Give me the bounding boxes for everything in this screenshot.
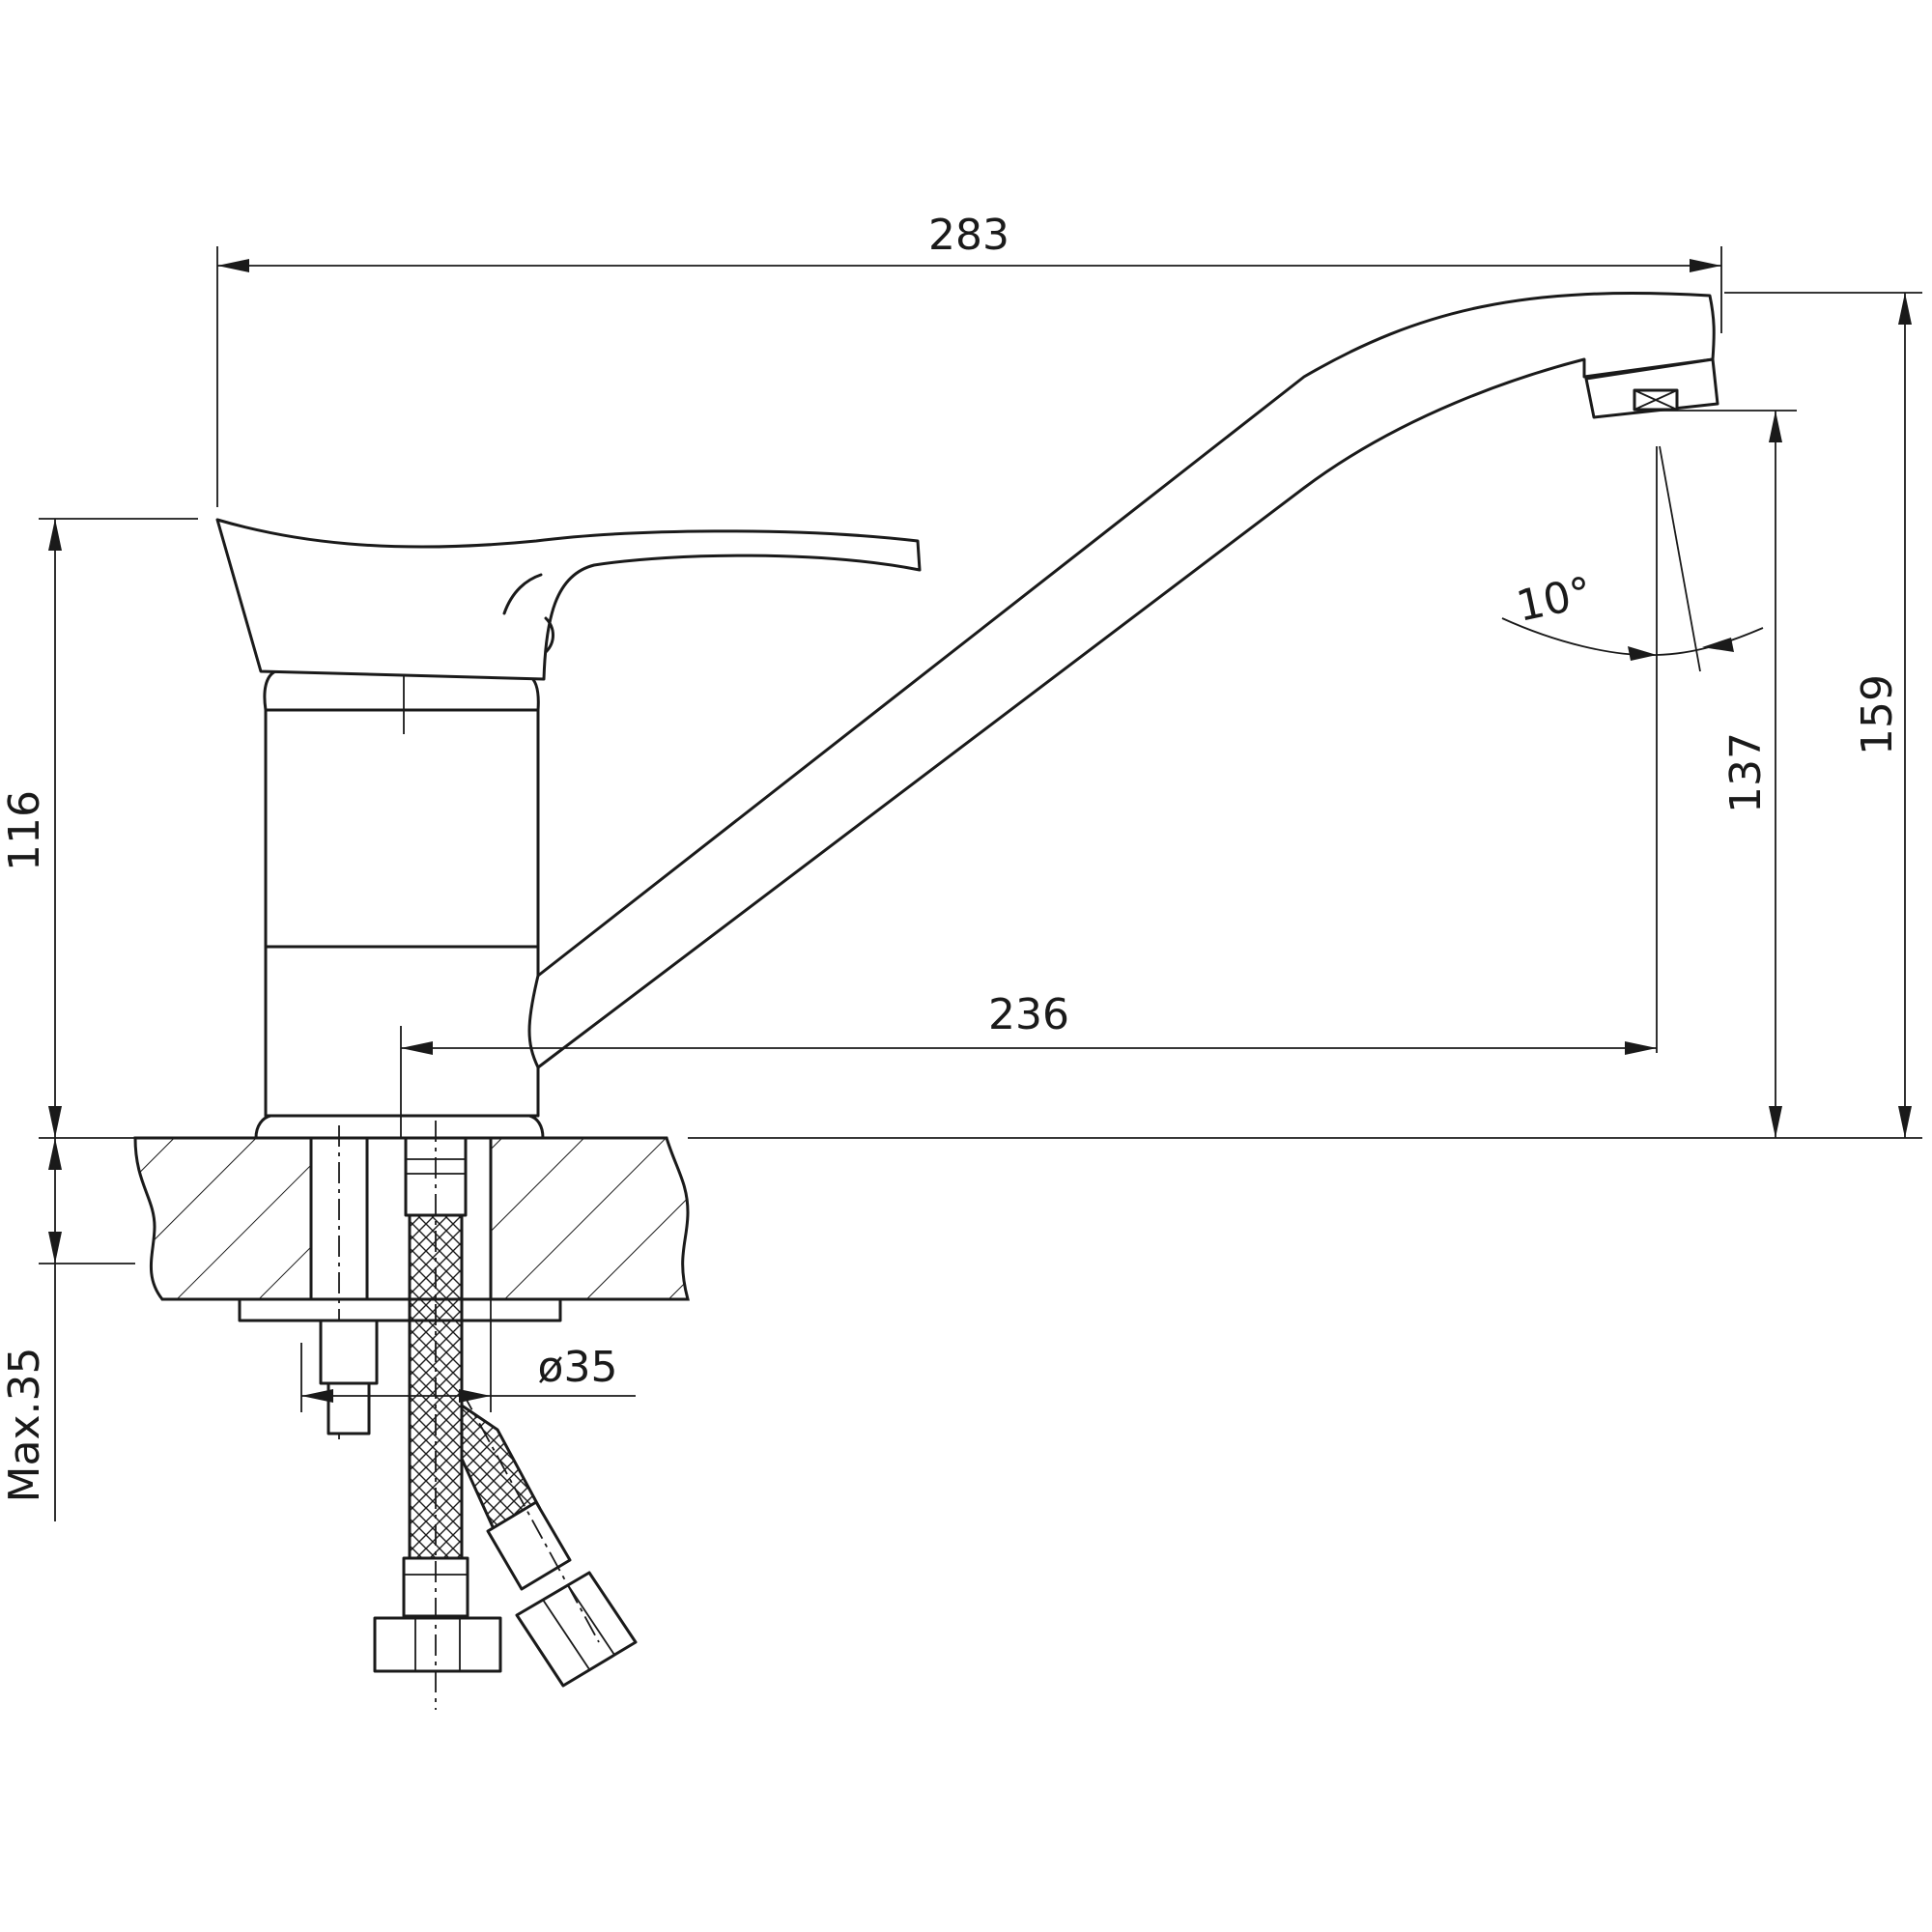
base-flange [254, 1114, 545, 1140]
dim-spout-reach: 236 [988, 990, 1069, 1039]
dim-swivel-angle: 10° [1513, 568, 1597, 632]
aerator-cross [1634, 389, 1678, 411]
dim-body-height: 116 [0, 790, 49, 871]
faucet-body [254, 665, 545, 1140]
dim-mount-hole: ø35 [538, 1343, 618, 1392]
countertop-left-block [133, 1136, 319, 1301]
dimension-labels: 283 236 116 Max.35 137 159 10° ø35 [0, 211, 1902, 1502]
supply-hose-angled-ferrule [486, 1500, 572, 1591]
threaded-stud-lower [327, 1381, 371, 1435]
dim-outlet-height: 137 [1721, 732, 1771, 813]
countertop-right-block [489, 1136, 690, 1301]
spout [527, 292, 1719, 1069]
body-cylinder [264, 708, 540, 1118]
spout-arm [527, 292, 1716, 1069]
handle-body [215, 518, 922, 681]
dim-overall-height: 159 [1853, 674, 1902, 755]
countertop-section [133, 1136, 690, 1322]
under-counter-parts [309, 1121, 638, 1710]
mounting-plate [238, 1297, 562, 1322]
dimension-lines [39, 246, 1922, 1521]
supply-hose-angled-nut [515, 1571, 638, 1688]
lever-handle [215, 518, 922, 681]
spout-aerator [1584, 357, 1719, 419]
supply-hose-straight-nut [373, 1616, 502, 1673]
threaded-stud-nut [319, 1319, 379, 1385]
handle-inner-curve [502, 573, 554, 654]
dim-max-thickness: Max.35 [0, 1348, 49, 1503]
dim-overall-length: 283 [928, 211, 1009, 260]
